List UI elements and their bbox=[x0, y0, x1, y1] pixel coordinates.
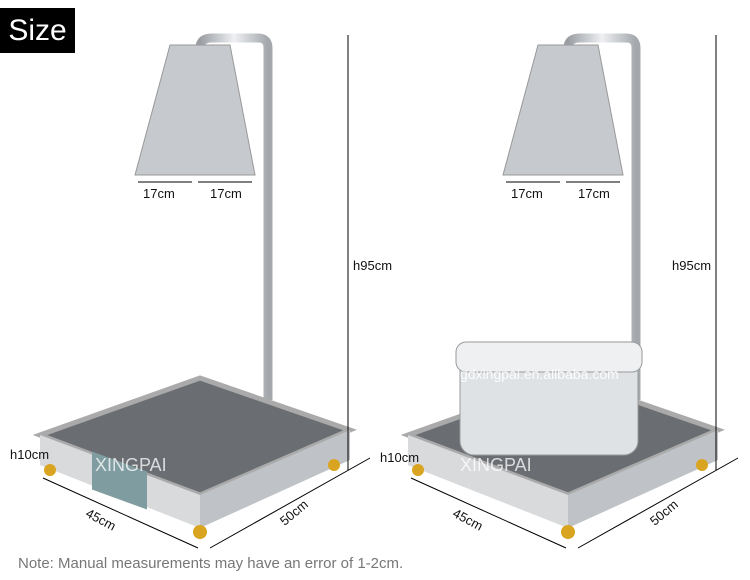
lamp-width-label: 17cm bbox=[511, 186, 543, 201]
base-height-label: h10cm bbox=[10, 447, 50, 462]
watermark-url: gdxingpai.en.alibaba.com bbox=[460, 366, 619, 382]
base-height-label: h10cm bbox=[380, 450, 420, 465]
measurement-note: Note: Manual measurements may have an er… bbox=[18, 555, 404, 572]
heat-lamp-right bbox=[400, 33, 739, 549]
watermark: XINGPAI bbox=[95, 455, 167, 475]
height-label: h95cm bbox=[353, 258, 393, 273]
height-label: h95cm bbox=[672, 258, 712, 273]
size-badge: Size bbox=[0, 8, 75, 53]
lamp-depth-label: 17cm bbox=[210, 186, 242, 201]
watermark: XINGPAI bbox=[460, 455, 532, 475]
heat-lamp-left bbox=[32, 33, 371, 549]
lamp-width-label: 17cm bbox=[143, 186, 175, 201]
lamp-depth-label: 17cm bbox=[578, 186, 610, 201]
